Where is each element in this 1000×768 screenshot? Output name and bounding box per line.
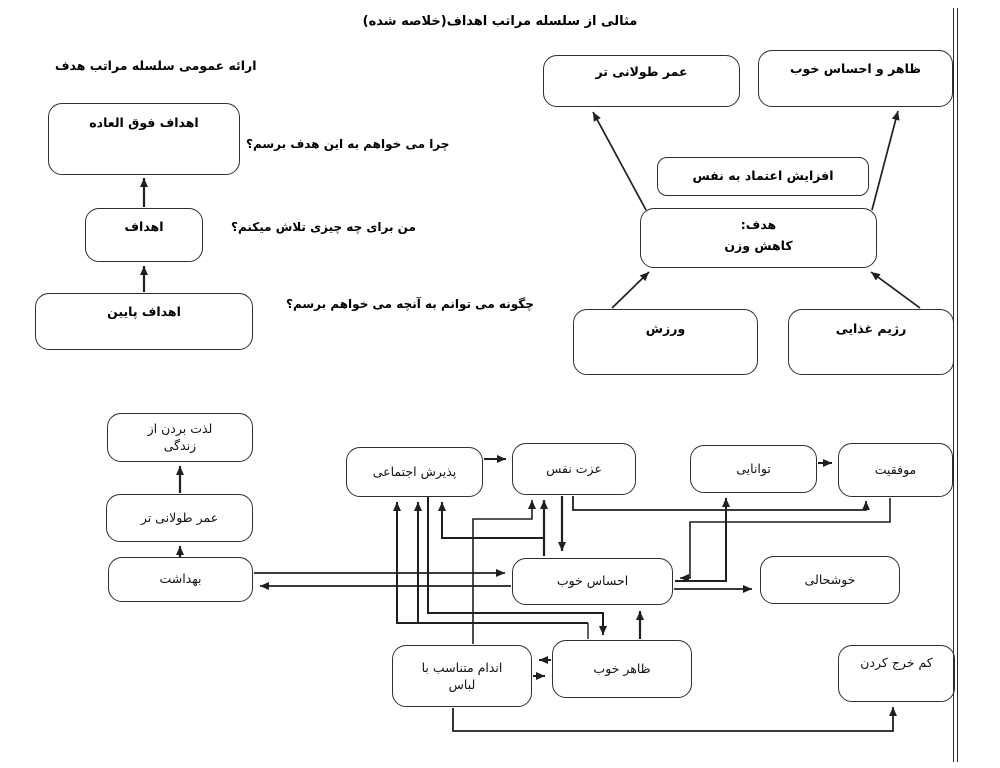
node-ability: توانایی	[690, 445, 817, 493]
question-why: چرا می خواهم به این هدف برسم؟	[246, 137, 450, 151]
node-social-acceptance: پذیرش اجتماعی	[346, 447, 483, 497]
arrow-goal-to-longer-life	[592, 111, 647, 211]
node-self-esteem: عزت نفس	[512, 443, 636, 495]
question-what: من برای چه چیزی تلاش میکنم؟	[231, 220, 416, 234]
node-goal: هدف: کاهش وزن	[640, 208, 877, 268]
node-fit-body: اندام متناسب با لباس	[392, 645, 532, 707]
node-enjoy-life: لذت بردن از زندگی	[107, 413, 253, 462]
node-longer-life2: عمر طولانی تر	[106, 494, 253, 542]
node-longer-life: عمر طولانی تر	[543, 55, 740, 107]
node-goals: اهداف	[85, 208, 203, 262]
arrow-success-to-feelgood	[680, 498, 891, 582]
arrow-feelgood-to-ability	[675, 498, 730, 582]
arrow-diet-to-goal	[870, 271, 921, 309]
arrow-fitbody-to-lowspending	[452, 707, 897, 732]
hierarchy-heading: ارائه عمومی سلسله مراتب هدف	[55, 58, 257, 73]
arrow-goal-to-look-feel-good	[871, 110, 900, 211]
node-happiness: خوشحالی	[760, 556, 900, 604]
node-success: موفقیت	[838, 443, 953, 497]
page-title: مثالی از سلسله مراتب اهداف(خلاصه شده)	[362, 14, 638, 29]
node-low-spending: کم خرج کردن	[838, 645, 955, 702]
page-border-line-inner	[956, 8, 958, 762]
question-how: چگونه می توانم به آنچه می خواهم برسم؟	[286, 297, 534, 311]
node-exercise: ورزش	[573, 309, 758, 375]
page-border-line-outer	[953, 8, 955, 762]
node-diet: رژیم غذایی	[788, 309, 954, 375]
node-confidence: افزایش اعتماد به نفس	[657, 157, 869, 196]
arrow-social-to-appearance	[427, 497, 607, 635]
node-super-goals: اهداف فوق العاده	[48, 103, 240, 175]
node-health: بهداشت	[108, 557, 253, 602]
arrow-feelgood-to-social	[393, 502, 588, 624]
node-look-feel-good: ظاهر و احساس خوب	[758, 50, 953, 107]
arrow-fitbody-to-social	[438, 502, 544, 539]
node-lower-goals: اهداف پایین	[35, 293, 253, 350]
arrow-exercise-to-goal	[611, 271, 650, 309]
node-good-appearance: ظاهر خوب	[552, 640, 692, 698]
arrow-fitbody-to-esteem	[472, 500, 536, 644]
node-feel-good: احساس خوب	[512, 558, 673, 605]
arrow-esteem-to-success	[572, 496, 870, 511]
